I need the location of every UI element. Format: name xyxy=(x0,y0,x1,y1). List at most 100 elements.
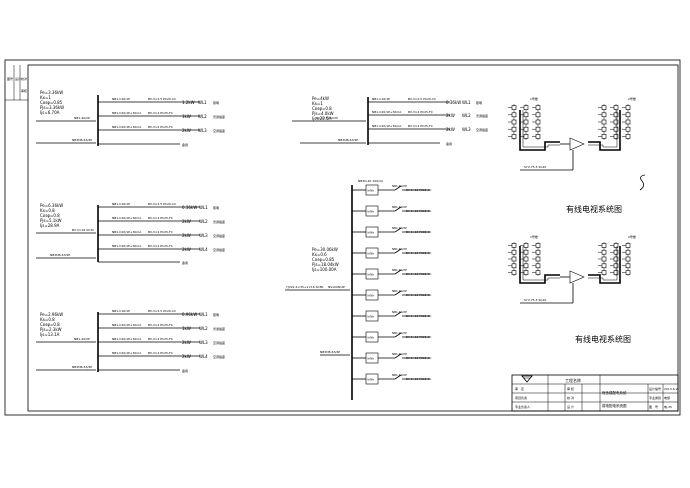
panel-3-row-2: NB1-C20/1P+30mA BV-3×4 PC25-FC 1kW WL2 普… xyxy=(98,323,225,331)
meter-label: kWh xyxy=(368,210,375,214)
tv1-right-label: 2号楼 xyxy=(628,96,636,101)
meter-label: kWh xyxy=(368,231,375,235)
title-block: 工程名称 审 定 审 核 项目负责 校 对 专业负责人 设 计 宿舍楼配电系统 … xyxy=(511,374,679,412)
meter-label: kWh xyxy=(368,336,375,340)
tv-outlet-icon xyxy=(535,126,541,132)
tv-outlet-icon xyxy=(613,105,619,110)
panel-1-row-4: 备用 xyxy=(98,142,188,147)
branch-breaker: NB1-40/2P xyxy=(392,331,407,335)
panel-1-param-5: Ijs=6.70A xyxy=(40,110,60,115)
panel-4-row-3-power: 2kW xyxy=(446,127,455,132)
panel-1-row-3-cable: BV-3×4 PC25-FC xyxy=(148,125,173,129)
tv-riser-1 xyxy=(508,242,517,276)
panel-4-row-1: NB1-C16/1P BV-3×2.5 PC20-CC 0.36kW WL1 照… xyxy=(368,97,482,105)
panel-1-row-1-power: 1.2kW xyxy=(182,100,195,105)
branch-breaker: NB1-40/2P xyxy=(392,373,407,377)
tv-outlet-icon xyxy=(625,249,631,255)
tb-side-label-3: 图 号 xyxy=(649,404,658,409)
panel-2-param-2: Kx=0.8 xyxy=(40,208,55,213)
panel-4-row-4: 备用 xyxy=(368,141,452,146)
panel-2-row-2-breaker: NB1-C20/1P+30mA xyxy=(112,216,142,220)
panel-4-row-1-cable: BV-3×2.5 PC20-CC xyxy=(408,97,436,101)
main-panel-main-breaker: NS100N/4P xyxy=(328,285,345,289)
panel-3-row-2-circuit: WL2 xyxy=(199,326,208,331)
panel-1-row-3-circuit: WL3 xyxy=(198,128,207,133)
tv-riser-2 xyxy=(520,104,529,140)
tv-outlet-icon xyxy=(511,134,517,139)
branch-cable: BV-3×10 PC32-CC xyxy=(406,293,431,297)
tv-outlet-icon xyxy=(523,249,529,255)
tv-outlet-icon xyxy=(601,112,607,118)
tb-row-2-label-2: 校 对 xyxy=(567,395,574,400)
main-panel-bus-label: NB3DB-63/4P xyxy=(320,350,340,354)
tv-outlet-icon xyxy=(601,263,607,269)
panel-2-row-3: NB1-C20/1P+30mA BV-3×4 PC25-FC 2kW WL3 空… xyxy=(98,230,225,238)
tb-side-label-2: 专业类别 xyxy=(649,395,661,400)
panel-3-param-5: Ijs=13.1A xyxy=(40,332,60,337)
panel-4-param-3: Cosφ=0.8 xyxy=(312,106,332,111)
branch-breaker: NB1-40/2P xyxy=(392,310,407,314)
panel-3-main-breaker: NB1-40/2P xyxy=(74,337,90,341)
panel-2-param-1: Pe=6.36kW xyxy=(40,203,63,208)
panel-4-param-4: Pjs=4.0kW xyxy=(312,111,334,116)
panel-1-row-2-breaker: NB1-C20/1P+30mA xyxy=(112,111,142,115)
meter-label: kWh xyxy=(368,315,375,319)
panel-3-row-3-breaker: NB1-C20/1P+30mA xyxy=(112,337,142,341)
panel-1-row-2: NB1-C20/1P+30mA BV-3×4 PC25-FC 1kW WL2 普… xyxy=(98,111,225,119)
tv-outlet-icon xyxy=(613,119,619,125)
tv-outlet-icon xyxy=(535,105,541,110)
panel-3-row-3-circuit: WL3 xyxy=(199,340,208,345)
branch-cable: BV-3×10 PC32-CC xyxy=(406,230,431,234)
tv-riser-4 xyxy=(598,104,607,140)
panel-3-row-2-load: 普通插座 xyxy=(213,326,225,331)
panel-4-row-3: NB1-C20/1P+30mA BV-3×4 PC25-FC 2kW WL3 空… xyxy=(368,124,488,132)
panel-2-row-3-breaker: NB1-C20/1P+30mA xyxy=(112,230,142,234)
panel-1-row-2-load: 普通插座 xyxy=(213,114,225,119)
meter-label: kWh xyxy=(368,252,375,256)
branch-cable: BV-3×10 PC32-CC xyxy=(406,335,431,339)
breaker-switch xyxy=(394,227,402,233)
tv-riser-5 xyxy=(610,104,619,140)
tv-outlet-icon xyxy=(535,249,541,255)
tv2-bottom-label: SYV-75-5 SC20 xyxy=(524,298,546,302)
panel-3-param-1: Pe=2.96kW xyxy=(40,312,63,317)
tv-outlet-icon xyxy=(535,243,541,248)
panel-2-row-5-load: 备用 xyxy=(182,260,188,265)
panel-3-row-4-circuit: WL4 xyxy=(199,354,208,359)
panel-2-row-2-load: 普通插座 xyxy=(213,219,225,224)
panel-3-row-4: NB1-C20/1P+30mA BV-3×4 PC25-FC 2kW WL4 空… xyxy=(98,351,225,359)
tv-riser-6 xyxy=(622,242,631,276)
panel-3-row-4-load: 空调插座 xyxy=(213,354,225,359)
tv-outlet-icon xyxy=(523,126,529,132)
branch-breaker: NB1-40/2P xyxy=(392,289,407,293)
tb-row-3-label: 专业负责人 xyxy=(515,404,530,409)
panel-2-row-3-cable: BV-3×4 PC25-FC xyxy=(148,230,173,234)
tv-outlet-icon xyxy=(601,256,607,262)
panel-2-row-3-load: 空调插座 xyxy=(213,233,225,238)
branch-cable: BV-3×10 PC32-CC xyxy=(406,377,431,381)
tv-outlet-icon xyxy=(625,256,631,262)
tv-outlet-icon xyxy=(601,243,607,248)
panel-1-row-2-cable: BV-3×4 PC25-FC xyxy=(148,111,173,115)
panel-2-row-2: NB1-C20/1P+30mA BV-3×4 PC25-FC 2kW WL2 普… xyxy=(98,216,225,224)
branch-cable: BV-3×10 PC32-CC xyxy=(406,209,431,213)
panel-4-row-3-breaker: NB1-C20/1P+30mA xyxy=(372,124,402,128)
panel-4-row-1-power: 0.36kW xyxy=(446,100,461,105)
tv-outlet-icon xyxy=(523,243,529,248)
tv-outlet-icon xyxy=(535,256,541,262)
panel-4-row-2-load: 普通插座 xyxy=(476,113,488,118)
branch-breaker: NB1-40/2P xyxy=(392,352,407,356)
panel-3-row-2-cable: BV-3×4 PC25-FC xyxy=(148,323,173,327)
tb-side-value-1: 2013-6-2 xyxy=(664,387,678,391)
tv-outlet-icon xyxy=(625,112,631,118)
panel-2-row-4-breaker: NB1-C20/1P+30mA xyxy=(112,244,142,248)
panel-2-row-3-power: 2kW xyxy=(182,233,191,238)
panel-4-param-1: Pe=4kW xyxy=(312,96,329,101)
panel-2-row-1: NB1-C16/1P BV-3×2.5 PC20-CC 0.36kW WL1 照… xyxy=(98,202,219,210)
tb-row-1-label-2: 审 核 xyxy=(567,386,574,391)
panel-4-row-2-breaker: NB1-C20/1P+30mA xyxy=(372,110,402,114)
panel-3-row-1-cable: BV-3×2.5 PC20-CC xyxy=(148,309,176,313)
